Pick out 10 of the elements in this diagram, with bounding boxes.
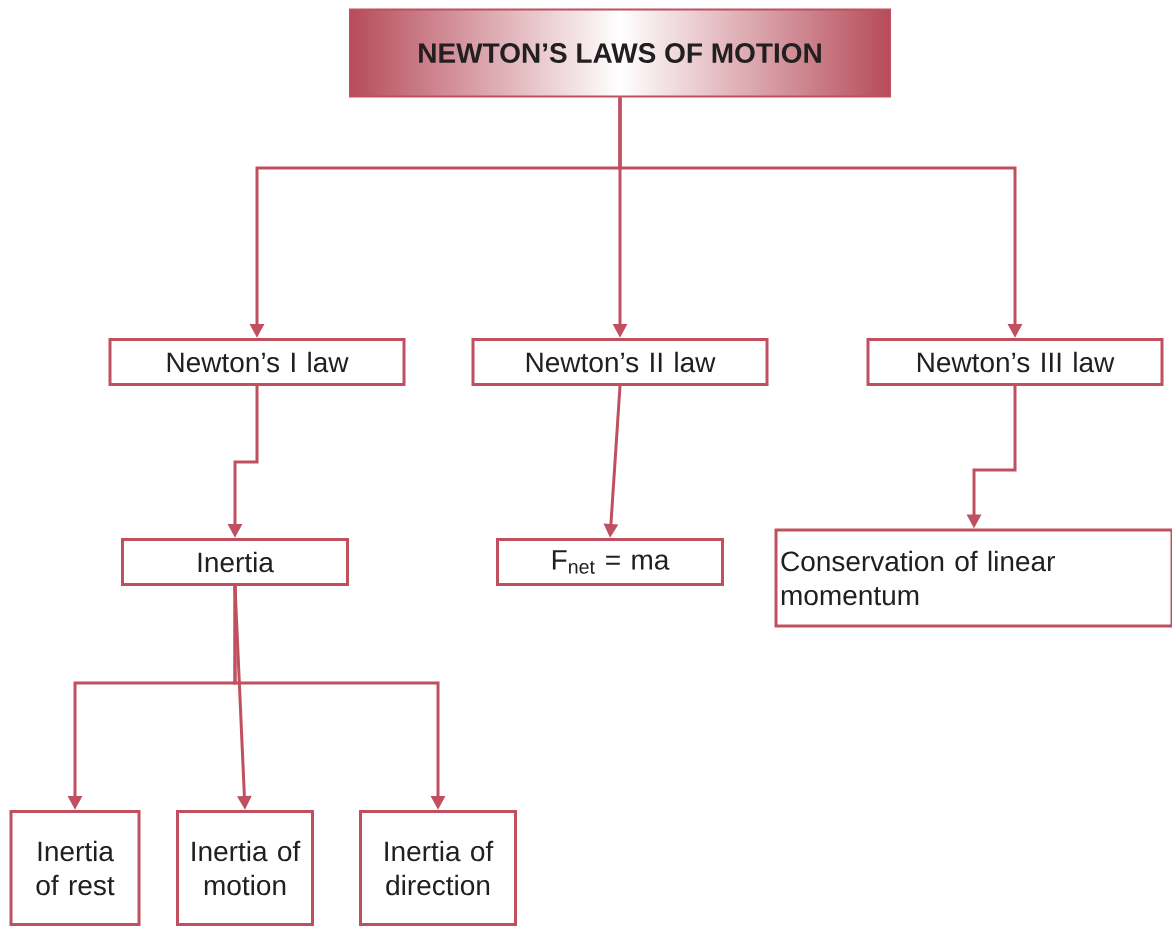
concept-box: Inertia <box>121 538 349 586</box>
concept-box: Inertia of motion <box>176 810 314 926</box>
concept-box: F$_{net}$ = ma <box>496 538 724 586</box>
concept-box: Inertia of direction <box>359 810 517 926</box>
concept-box: Inertia of rest <box>9 810 141 926</box>
concept-box: Newton’s I law <box>108 338 406 386</box>
concept-box: Newton’s II law <box>471 338 769 386</box>
concept-box: Newton’s III law <box>866 338 1164 386</box>
title-box: NEWTON’S LAWS OF MOTION <box>349 8 891 98</box>
concept-box: Conservation of linear momentum <box>774 528 1172 628</box>
